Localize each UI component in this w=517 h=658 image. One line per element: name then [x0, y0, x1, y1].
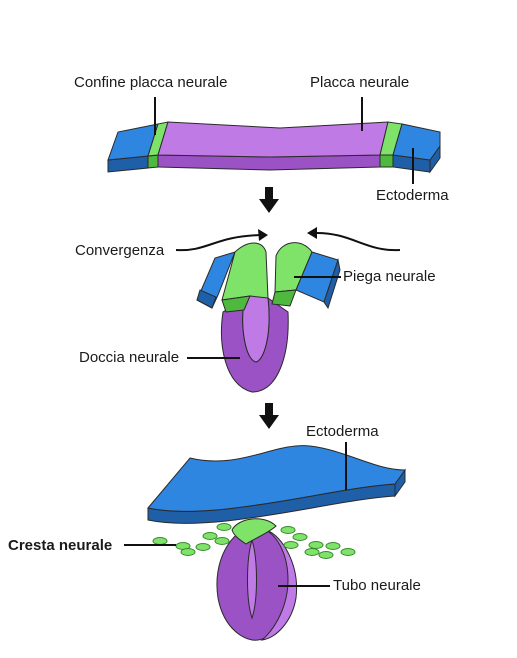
left-ectoderm-edge: [196, 289, 217, 309]
left-fold-base: [221, 295, 251, 313]
down-arrow-2: [259, 403, 279, 429]
tube-roof-crest: [231, 518, 277, 545]
slab-front-right-border: [379, 154, 394, 168]
label-ectoderm-bottom: Ectoderma: [306, 423, 379, 440]
label-neural-plate: Placca neurale: [310, 74, 410, 91]
label-neural-plate-border: Confine placca neurale: [74, 74, 228, 91]
tube-lumen: [247, 538, 257, 620]
groove-inner: [242, 277, 270, 363]
label-neural-crest: Cresta neurale: [8, 537, 113, 554]
label-neural-tube: Tubo neurale: [333, 577, 421, 594]
convergence-arrow-right: [313, 231, 401, 252]
stage-neural-tube: [124, 442, 406, 641]
label-neural-groove: Doccia neurale: [79, 349, 180, 366]
right-ectoderm-edge: [323, 258, 341, 310]
ectoderm-sheet-top: [147, 445, 406, 512]
label-neural-fold: Piega neurale: [343, 268, 436, 285]
stage-neural-groove: [175, 227, 401, 393]
right-fold-base: [271, 289, 297, 307]
tube-side: [260, 529, 298, 641]
slab-front-left-border: [147, 154, 159, 169]
slab-top-plate: [157, 121, 389, 158]
convergence-arrow-left: [175, 234, 263, 252]
label-ectoderm-top: Ectoderma: [376, 187, 449, 204]
convergence-arrowhead-left: [258, 229, 268, 241]
neural-crest-cells: [152, 523, 356, 559]
left-neural-fold: [221, 242, 269, 301]
stage-neural-plate: [107, 97, 441, 184]
down-arrow-1: [259, 187, 279, 213]
convergence-arrowhead-right: [307, 227, 317, 239]
slab-top-right-ectoderm: [392, 123, 441, 161]
label-convergence: Convergenza: [75, 242, 165, 259]
